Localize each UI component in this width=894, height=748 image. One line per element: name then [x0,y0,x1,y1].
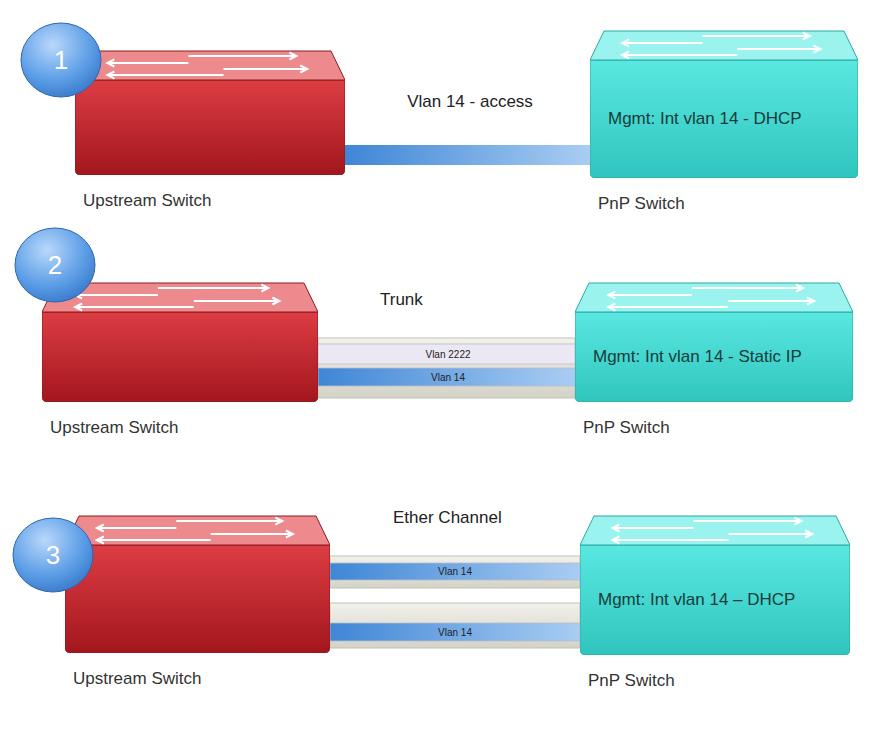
switch-outline [575,282,853,402]
mgmt-text: Mgmt: Int vlan 14 - Static IP [593,347,802,367]
switch-arrow [608,294,691,296]
switch-arrow [692,287,803,289]
network-switch: Upstream Switch [75,50,345,175]
switch-arrowhead [794,518,801,525]
switch-arrowhead [272,298,279,305]
switch-arrowhead [608,304,615,311]
switch-outline [580,515,850,655]
switch-arrowhead [97,525,104,532]
switch-arrowhead [796,285,803,292]
switch-top [580,516,850,545]
switch-outline [65,515,330,653]
switch-arrowhead [803,33,810,40]
mgmt-text: Mgmt: Int vlan 14 – DHCP [598,590,795,610]
switch-label: PnP Switch [588,671,675,691]
switch-arrow [211,533,293,535]
link-label: Vlan 14 [438,627,472,638]
switch-arrow [107,62,188,64]
diagram-label: Ether Channel [393,508,502,528]
switch-arrow [703,35,810,37]
switch-arrowhead [107,72,114,79]
network-switch: Mgmt: Int vlan 14 - Static IPPnP Switch [575,282,853,402]
switch-arrow [622,54,737,56]
switch-arrow [693,520,801,522]
network-switch: Upstream Switch [42,282,318,402]
switch-arrowhead [612,537,619,544]
switch-arrow [158,287,268,289]
switch-arrowhead [289,53,296,60]
switch-arrow [97,539,211,541]
switch-arrow [194,300,280,302]
switch-arrow [737,48,820,50]
diagram-label: Vlan 2222 [425,349,470,360]
switch-arrowhead [807,298,814,305]
switch-arrowhead [608,292,615,299]
switch-top [75,51,345,80]
switch-arrow [188,55,296,57]
switch-arrowhead [813,46,820,53]
network-switch: Mgmt: Int vlan 14 - DHCPPnP Switch [590,30,858,178]
network-switch: Upstream Switch [65,515,330,653]
switch-top [65,516,330,545]
switch-outline [75,50,345,175]
switch-outline [42,282,318,402]
switch-top [42,283,318,312]
mgmt-text: Mgmt: Int vlan 14 - DHCP [608,109,802,129]
diagram-label: Vlan 14 [431,372,465,383]
switch-arrow [608,306,728,308]
switch-arrow [224,68,308,70]
switch-arrowhead [300,66,307,73]
link-label: Vlan 14 [438,566,472,577]
switch-arrow [97,527,177,529]
switch-label: Upstream Switch [73,669,201,689]
switch-arrow [728,300,814,302]
callout-number: 1 [54,45,68,76]
switch-label: Upstream Switch [50,418,178,438]
switch-front [580,545,850,655]
switch-arrowhead [286,531,293,538]
switch-arrowhead [75,292,82,299]
switch-front [42,312,318,402]
switch-arrowhead [622,40,629,47]
callout-number: 2 [48,250,62,281]
switch-arrowhead [261,285,268,292]
switch-arrow [107,74,223,76]
link-band [330,556,580,588]
switch-arrow [176,520,282,522]
switch-front [590,60,858,178]
link-label: Trunk [380,290,423,310]
switch-front [575,312,853,402]
switch-arrowhead [612,525,619,532]
switch-outline [590,30,858,178]
callout-number: 3 [46,540,60,571]
switch-front [75,80,345,175]
switch-arrowhead [107,60,114,67]
switch-arrow [612,527,693,529]
link-band [345,145,590,165]
switch-arrowhead [75,304,82,311]
switch-arrowhead [275,518,282,525]
switch-arrow [729,533,813,535]
switch-label: PnP Switch [598,194,685,214]
switch-arrow [622,42,702,44]
switch-arrowhead [805,531,812,538]
switch-top [575,283,853,312]
link-band [318,338,575,398]
switch-label: Upstream Switch [83,191,211,211]
switch-arrow [612,539,728,541]
network-switch: Mgmt: Int vlan 14 – DHCPPnP Switch [580,515,850,655]
switch-label: PnP Switch [583,418,670,438]
switch-arrow [75,294,158,296]
switch-arrowhead [97,537,104,544]
switch-arrowhead [622,52,629,59]
link-band [330,603,580,648]
switch-arrow [75,306,194,308]
switch-top [590,31,858,60]
switch-front [65,545,330,653]
link-label: Vlan 14 - access [407,92,533,112]
